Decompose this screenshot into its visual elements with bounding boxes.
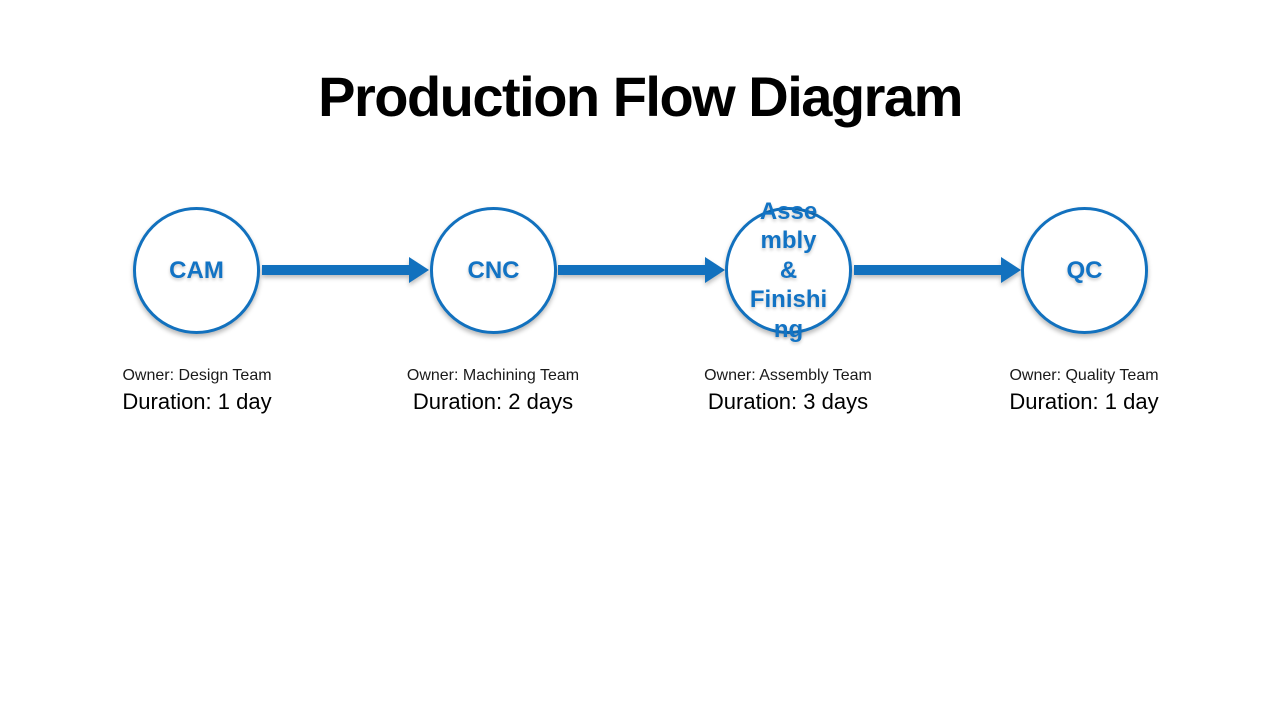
connector-arrow-cam-to-cnc — [262, 257, 429, 283]
owner-text: Owner: Machining Team — [406, 367, 580, 384]
arrow-head-icon — [705, 257, 725, 283]
page-title: Production Flow Diagram — [318, 65, 963, 128]
duration-text: Duration: 3 days — [707, 389, 869, 414]
duration-text: Duration: 1 day — [122, 389, 272, 414]
node-label-line: mbly — [760, 227, 817, 255]
node-label-assembly-finishing: Asse mbly & Finishi ng — [750, 197, 827, 345]
owner-text: Owner: Assembly Team — [704, 367, 872, 384]
flow-node-cnc: CNC — [430, 207, 557, 334]
connector-arrow-cnc-to-assembly — [558, 257, 725, 283]
arrow-shaft — [262, 265, 411, 275]
arrow-shaft — [854, 265, 1003, 275]
node-label-line: ng — [773, 315, 804, 343]
node-label-line: Asse — [759, 197, 818, 225]
node-label-line: & — [779, 256, 798, 284]
owner-text: Owner: Design Team — [122, 367, 272, 384]
node-caption-qc: Owner: Quality Team Duration: 1 day — [944, 366, 1224, 415]
node-caption-cnc: Owner: Machining Team Duration: 2 days — [353, 366, 633, 415]
flow-node-qc: QC — [1021, 207, 1148, 334]
node-label-cnc: CNC — [467, 256, 520, 284]
node-caption-cam: Owner: Design Team Duration: 1 day — [57, 366, 337, 415]
arrow-shaft — [558, 265, 707, 275]
node-label-qc: QC — [1066, 256, 1103, 284]
node-label-cam: CAM — [169, 256, 224, 284]
connector-arrow-assembly-to-qc — [854, 257, 1021, 283]
duration-text: Duration: 1 day — [1009, 389, 1159, 414]
arrow-head-icon — [1001, 257, 1021, 283]
owner-text: Owner: Quality Team — [1009, 367, 1159, 384]
flow-node-assembly-finishing: Asse mbly & Finishi ng — [725, 198, 852, 343]
flow-node-cam: CAM — [133, 207, 260, 334]
node-caption-assembly-finishing: Owner: Assembly Team Duration: 3 days — [648, 366, 928, 415]
arrow-head-icon — [409, 257, 429, 283]
node-label-line: Finishi — [749, 286, 828, 314]
duration-text: Duration: 2 days — [412, 389, 574, 414]
